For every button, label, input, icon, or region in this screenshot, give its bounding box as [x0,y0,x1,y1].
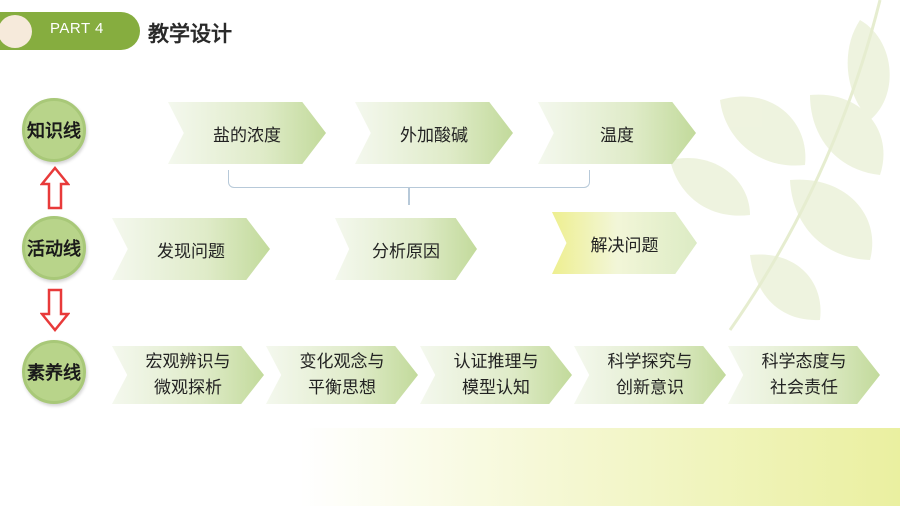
literacy-item-line2: 微观探析 [154,378,222,398]
literacy-item-line1: 科学态度与 [761,352,847,372]
knowledge-item: 盐的浓度 [168,102,326,164]
literacy-item: 宏观辨识与 微观探析 [112,346,264,404]
literacy-item: 变化观念与 平衡思想 [266,346,418,404]
up-arrow-icon [40,166,70,210]
knowledge-item: 外加酸碱 [355,102,513,164]
literacy-item-line2: 创新意识 [616,378,684,398]
circle-activity: 活动线 [22,216,86,280]
activity-item: 分析原因 [335,218,477,280]
bracket-tick [408,187,410,205]
activity-item: 发现问题 [112,218,270,280]
activity-item-label: 分析原因 [372,241,440,262]
down-arrow-icon [40,288,70,332]
activity-item-label: 发现问题 [157,241,225,262]
literacy-item-line1: 科学探究与 [607,352,693,372]
literacy-item-line2: 模型认知 [462,378,530,398]
literacy-item-line2: 社会责任 [770,378,838,398]
literacy-item-line1: 变化观念与 [299,352,385,372]
section-label: PART 4 [50,20,104,37]
page-title: 教学设计 [148,22,232,46]
circle-literacy: 素养线 [22,340,86,404]
circle-knowledge-label: 知识线 [27,121,81,142]
literacy-item-line1: 认证推理与 [453,352,539,372]
circle-knowledge: 知识线 [22,98,86,162]
knowledge-item-label: 盐的浓度 [213,125,281,146]
circle-literacy-label: 素养线 [27,363,81,384]
leaf-decoration [670,0,890,331]
knowledge-item-label: 温度 [600,125,634,146]
literacy-item-line1: 宏观辨识与 [145,352,231,372]
activity-item: 解决问题 [552,212,697,274]
literacy-item: 认证推理与 模型认知 [420,346,572,404]
literacy-item: 科学态度与 社会责任 [728,346,880,404]
bottom-glow [300,428,900,506]
literacy-item: 科学探究与 创新意识 [574,346,726,404]
circle-activity-label: 活动线 [27,239,81,260]
knowledge-item: 温度 [538,102,696,164]
section-dot [0,15,32,48]
literacy-item-line2: 平衡思想 [308,378,376,398]
activity-item-label: 解决问题 [590,235,659,256]
knowledge-item-label: 外加酸碱 [400,125,468,146]
bracket-connector [228,170,590,188]
